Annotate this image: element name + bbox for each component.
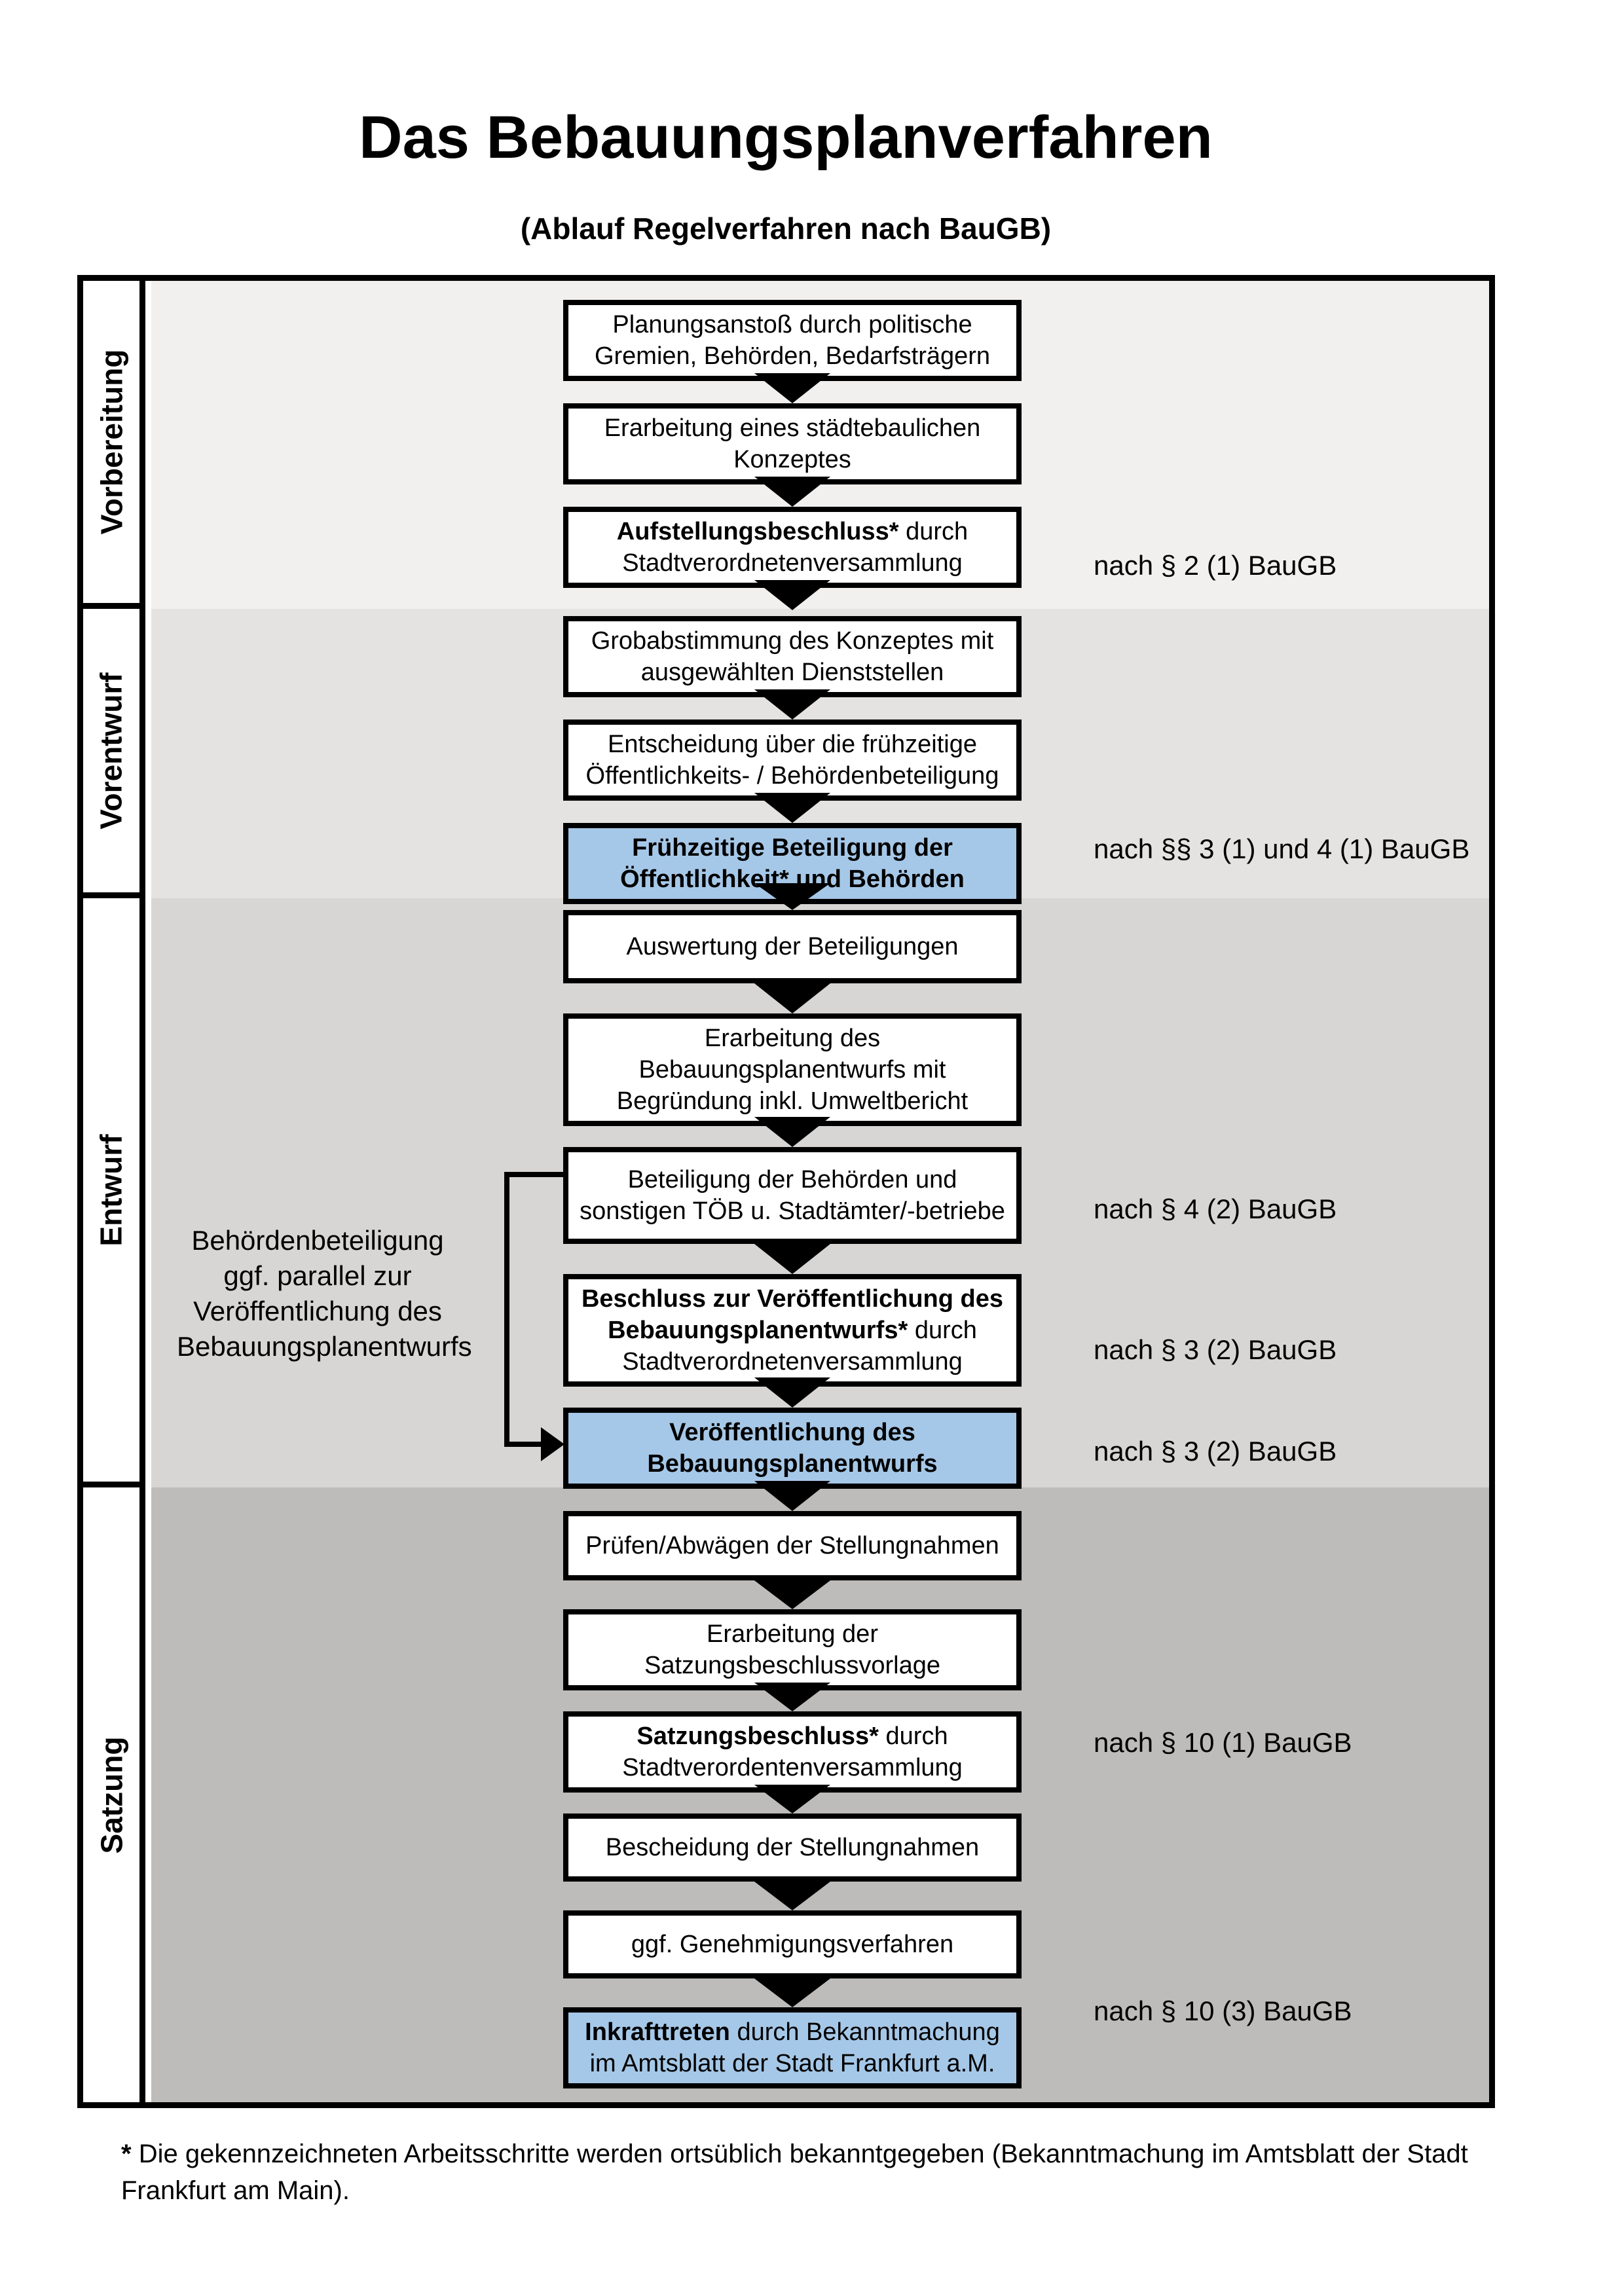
page-title: Das Bebauungsplanverfahren	[359, 104, 1213, 171]
process-frame: Vorbereitung Vorentwurf Entwurf Satzung	[77, 275, 1495, 2108]
footnote-asterisk: *	[121, 2140, 132, 2168]
phase-label-vorbereitung: Vorbereitung	[94, 349, 129, 535]
phase-row-entwurf: Entwurf	[83, 898, 1489, 1487]
page-subtitle: (Ablauf Regelverfahren nach BauGB)	[520, 211, 1052, 246]
phase-area-vorentwurf	[151, 609, 1489, 898]
phase-label-cell: Satzung	[83, 1487, 145, 2102]
phase-label-satzung: Satzung	[94, 1736, 129, 1853]
phase-area-entwurf	[151, 898, 1489, 1487]
phase-label-entwurf: Entwurf	[94, 1133, 129, 1247]
phase-row-vorbereitung: Vorbereitung	[83, 281, 1489, 609]
phase-label-cell: Vorentwurf	[83, 609, 145, 898]
footnote: * Die gekennzeichneten Arbeitsschritte w…	[121, 2136, 1493, 2209]
phase-area-vorbereitung	[151, 281, 1489, 609]
phase-area-satzung	[151, 1487, 1489, 2102]
phase-label-cell: Entwurf	[83, 898, 145, 1487]
phase-row-satzung: Satzung	[83, 1487, 1489, 2102]
phase-label-cell: Vorbereitung	[83, 281, 145, 609]
phase-label-vorentwurf: Vorentwurf	[94, 672, 128, 829]
footnote-text: Die gekennzeichneten Arbeitsschritte wer…	[121, 2140, 1468, 2205]
phase-row-vorentwurf: Vorentwurf	[83, 609, 1489, 898]
